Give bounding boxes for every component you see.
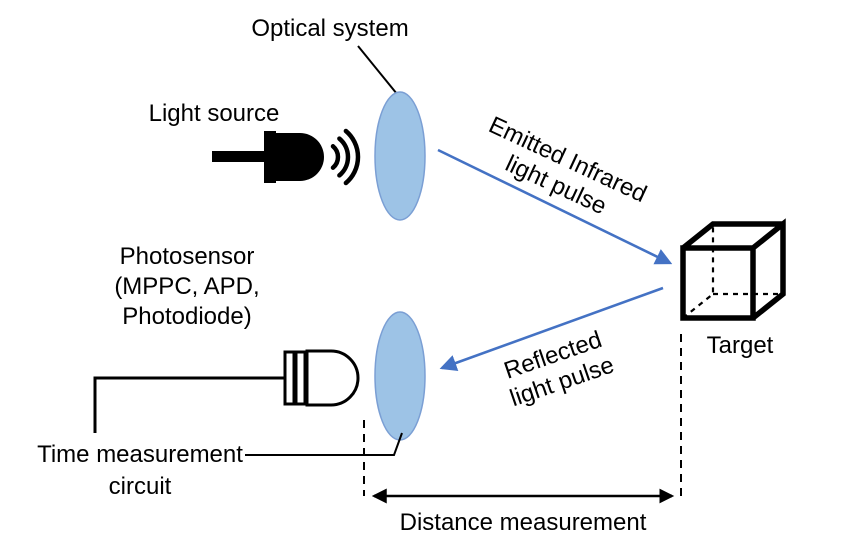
target-cube-icon	[680, 218, 786, 321]
time-measurement-circuit-label: Time measurement circuit	[37, 441, 243, 500]
photodiode-flange-2	[294, 350, 307, 406]
photodiode-icon	[93, 349, 360, 433]
photosensor-label-line2: (MPPC, APD,	[114, 273, 259, 300]
led-light-source-icon	[212, 128, 361, 186]
optical-system-pointer-line	[357, 45, 398, 95]
light-source-label: Light source	[149, 100, 280, 127]
cube-solid-edges	[680, 218, 786, 321]
led-lead	[212, 151, 266, 162]
photodiode-flange-1	[283, 350, 296, 406]
emitted-light-caption: Emitted Infrared light pulse	[485, 111, 651, 220]
photodiode-dome	[305, 349, 360, 407]
photosensor-label-line1: Photosensor	[120, 243, 255, 270]
distance-measurement-label: Distance measurement	[400, 509, 647, 536]
circuit-connector-line	[245, 432, 403, 456]
lens-bottom-icon	[374, 311, 426, 441]
time-circuit-label-line1: Time measurement	[37, 441, 243, 468]
time-circuit-label-line2: circuit	[109, 473, 172, 500]
photosensor-label-line3: Photodiode)	[122, 303, 251, 330]
led-flange	[264, 131, 276, 183]
optical-system-label: Optical system	[251, 15, 408, 42]
light-emission-arcs-icon	[330, 128, 361, 186]
photosensor-label: Photosensor (MPPC, APD, Photodiode)	[114, 243, 259, 330]
target-label: Target	[707, 332, 774, 359]
reflected-light-caption: Reflected light pulse	[501, 326, 618, 412]
reflected-light-arrow	[439, 286, 664, 372]
cube-hidden-edges	[682, 224, 783, 319]
lens-top-icon	[374, 91, 426, 221]
photodiode-lead-line	[93, 376, 287, 433]
led-body	[276, 133, 324, 181]
emitted-light-arrow	[437, 148, 673, 265]
